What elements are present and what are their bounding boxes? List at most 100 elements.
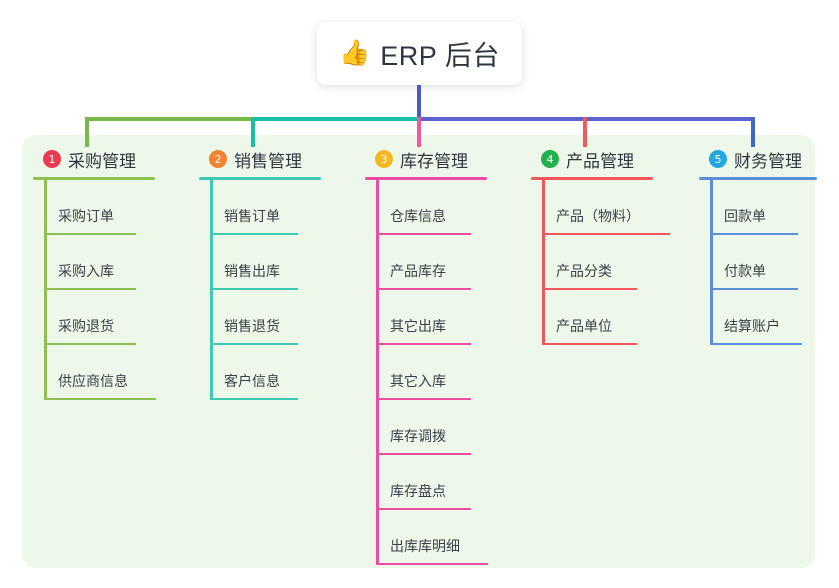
branch-header-rule bbox=[365, 177, 487, 180]
root-node-title: ERP 后台 bbox=[380, 41, 500, 71]
connector-drop-5 bbox=[751, 117, 755, 147]
branch-item[interactable]: 客户信息 bbox=[199, 345, 351, 400]
branch-header-3[interactable]: 3 库存管理 bbox=[365, 146, 517, 172]
branch-spine bbox=[542, 180, 545, 345]
branch-header-4[interactable]: 4 产品管理 bbox=[531, 146, 683, 172]
branch-item[interactable]: 供应商信息 bbox=[33, 345, 185, 400]
branch-item-label: 出库库明细 bbox=[390, 538, 460, 554]
branch-header-5[interactable]: 5 财务管理 bbox=[699, 146, 829, 172]
branch-header-rule bbox=[531, 177, 653, 180]
branch-item-rule bbox=[210, 288, 298, 290]
branch-number-badge: 2 bbox=[209, 150, 227, 168]
branch-item-rule bbox=[44, 343, 136, 345]
branch-item[interactable]: 回款单 bbox=[699, 180, 829, 235]
branch-item[interactable]: 仓库信息 bbox=[365, 180, 517, 235]
connector-drop-2 bbox=[251, 117, 255, 147]
branch-item-rule bbox=[542, 343, 637, 345]
branch-item[interactable]: 采购退货 bbox=[33, 290, 185, 345]
branch-item-rule bbox=[44, 288, 136, 290]
branch-item-list: 回款单付款单结算账户 bbox=[699, 180, 829, 345]
branch-item-label: 采购入库 bbox=[58, 263, 114, 279]
branch-title: 产品管理 bbox=[566, 151, 634, 171]
branch-item[interactable]: 销售退货 bbox=[199, 290, 351, 345]
branch-item-rule bbox=[376, 343, 471, 345]
connector-drop-4 bbox=[583, 117, 587, 147]
branch-item[interactable]: 产品分类 bbox=[531, 235, 683, 290]
branch-item-rule bbox=[210, 398, 298, 400]
branch-item-label: 产品单位 bbox=[556, 318, 612, 334]
branch-item-list: 仓库信息产品库存其它出库其它入库库存调拨库存盘点出库库明细 bbox=[365, 180, 517, 565]
branch-item[interactable]: 产品单位 bbox=[531, 290, 683, 345]
branch-item-rule bbox=[710, 343, 802, 345]
branch-item[interactable]: 其它出库 bbox=[365, 290, 517, 345]
branch-spine bbox=[710, 180, 713, 345]
branch-spine bbox=[376, 180, 379, 565]
connector-root-stem bbox=[417, 85, 421, 120]
connector-bus-left bbox=[85, 117, 255, 121]
branch-header-rule bbox=[33, 177, 155, 180]
branch-number-badge: 4 bbox=[541, 150, 559, 168]
branch-item[interactable]: 采购订单 bbox=[33, 180, 185, 235]
branch-item-rule bbox=[542, 233, 670, 235]
branch-item-label: 客户信息 bbox=[224, 373, 280, 389]
branch-item-rule bbox=[44, 233, 136, 235]
branch-item[interactable]: 产品（物料） bbox=[531, 180, 683, 235]
branch-item-label: 其它出库 bbox=[390, 318, 446, 334]
branch-item[interactable]: 结算账户 bbox=[699, 290, 829, 345]
branch-item-label: 仓库信息 bbox=[390, 208, 446, 224]
branch-item[interactable]: 其它入库 bbox=[365, 345, 517, 400]
branch-item-list: 采购订单采购入库采购退货供应商信息 bbox=[33, 180, 185, 400]
branch-item[interactable]: 付款单 bbox=[699, 235, 829, 290]
branch-item-label: 其它入库 bbox=[390, 373, 446, 389]
branch-item-rule bbox=[710, 288, 798, 290]
branch-item-label: 采购订单 bbox=[58, 208, 114, 224]
branch-number-badge: 3 bbox=[375, 150, 393, 168]
branch-title: 库存管理 bbox=[400, 151, 468, 171]
branch-item-rule bbox=[376, 398, 471, 400]
branch-item[interactable]: 出库库明细 bbox=[365, 510, 517, 565]
branch-item-label: 产品（物料） bbox=[556, 208, 640, 224]
branch-item-label: 库存盘点 bbox=[390, 483, 446, 499]
branch-title: 采购管理 bbox=[68, 151, 136, 171]
branch-column-2: 2 销售管理销售订单销售出库销售退货客户信息 bbox=[199, 146, 351, 400]
branch-header-2[interactable]: 2 销售管理 bbox=[199, 146, 351, 172]
branch-header-rule bbox=[199, 177, 321, 180]
branch-item-rule bbox=[376, 563, 488, 565]
branch-spine bbox=[210, 180, 213, 400]
branch-title: 财务管理 bbox=[734, 151, 802, 171]
branch-item[interactable]: 库存盘点 bbox=[365, 455, 517, 510]
thumbs-up-icon: 👍 bbox=[339, 39, 371, 67]
branch-item-rule bbox=[542, 288, 637, 290]
branch-item-label: 回款单 bbox=[724, 208, 766, 224]
branch-item[interactable]: 库存调拨 bbox=[365, 400, 517, 455]
branch-item[interactable]: 采购入库 bbox=[33, 235, 185, 290]
branch-item-label: 结算账户 bbox=[724, 318, 780, 334]
branch-item-label: 销售订单 bbox=[224, 208, 280, 224]
branch-item[interactable]: 产品库存 bbox=[365, 235, 517, 290]
branch-title: 销售管理 bbox=[234, 151, 302, 171]
branch-number-badge: 5 bbox=[709, 150, 727, 168]
branch-item-rule bbox=[376, 508, 471, 510]
branch-item-list: 产品（物料） 产品分类产品单位 bbox=[531, 180, 683, 345]
diagram-background-panel bbox=[22, 135, 815, 568]
branch-item-label: 销售退货 bbox=[224, 318, 280, 334]
branch-item-rule bbox=[710, 233, 798, 235]
branch-item-label: 采购退货 bbox=[58, 318, 114, 334]
branch-spine bbox=[44, 180, 47, 400]
branch-item-rule bbox=[376, 233, 471, 235]
branch-header-rule bbox=[699, 177, 817, 180]
branch-item-label: 库存调拨 bbox=[390, 428, 446, 444]
branch-item-label: 付款单 bbox=[724, 263, 766, 279]
branch-item-rule bbox=[376, 453, 471, 455]
branch-item[interactable]: 销售出库 bbox=[199, 235, 351, 290]
connector-bus-mid bbox=[251, 117, 421, 121]
branch-column-5: 5 财务管理回款单付款单结算账户 bbox=[699, 146, 829, 345]
branch-item-rule bbox=[210, 343, 298, 345]
branch-item[interactable]: 销售订单 bbox=[199, 180, 351, 235]
connector-drop-3 bbox=[417, 117, 421, 147]
root-node[interactable]: 👍 ERP 后台 bbox=[317, 22, 522, 85]
branch-item-label: 销售出库 bbox=[224, 263, 280, 279]
